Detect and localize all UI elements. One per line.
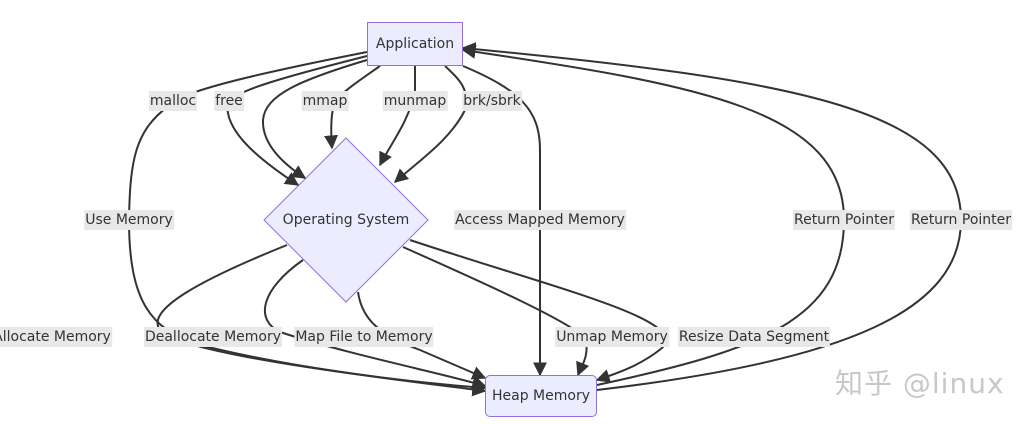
edge-label-munmap: munmap — [382, 91, 448, 111]
edge-munmap — [379, 66, 416, 167]
edge-label-map-file-to-memory: Map File to Memory — [294, 327, 434, 347]
edge-label-mmap: mmap — [301, 91, 349, 111]
edge-label-return-pointer-1: Return Pointer — [792, 210, 896, 230]
application-node[interactable]: Application — [367, 22, 463, 66]
edge-deallocate-memory — [264, 259, 487, 389]
edge-unmap-memory — [402, 246, 590, 377]
heap-memory-label: Heap Memory — [492, 388, 590, 404]
edge-free — [261, 59, 368, 179]
edge-label-resize-data-segment: Resize Data Segment — [677, 327, 831, 347]
watermark: 知乎 @linux — [835, 367, 1005, 400]
operating-system-label: Operating System — [282, 212, 410, 228]
edge-label-free: free — [214, 91, 244, 111]
edge-label-allocate-memory: Allocate Memory — [0, 327, 112, 347]
edge-access-mapped-memory — [462, 65, 547, 377]
heap-memory-node[interactable]: Heap Memory — [485, 375, 597, 417]
edge-label-use-memory: Use Memory — [84, 210, 174, 230]
edge-label-return-pointer-2: Return Pointer — [909, 210, 1013, 230]
edge-label-unmap-memory: Unmap Memory — [555, 327, 669, 347]
edge-brk-sbrk — [393, 65, 468, 183]
operating-system-diamond[interactable] — [263, 137, 429, 303]
edge-label-malloc: malloc — [148, 91, 198, 111]
edge-label-brk-sbrk: brk/sbrk — [462, 91, 522, 111]
edge-label-deallocate-memory: Deallocate Memory — [143, 327, 283, 347]
application-label: Application — [375, 36, 455, 52]
edge-label-access-mapped-memory: Access Mapped Memory — [454, 210, 626, 230]
